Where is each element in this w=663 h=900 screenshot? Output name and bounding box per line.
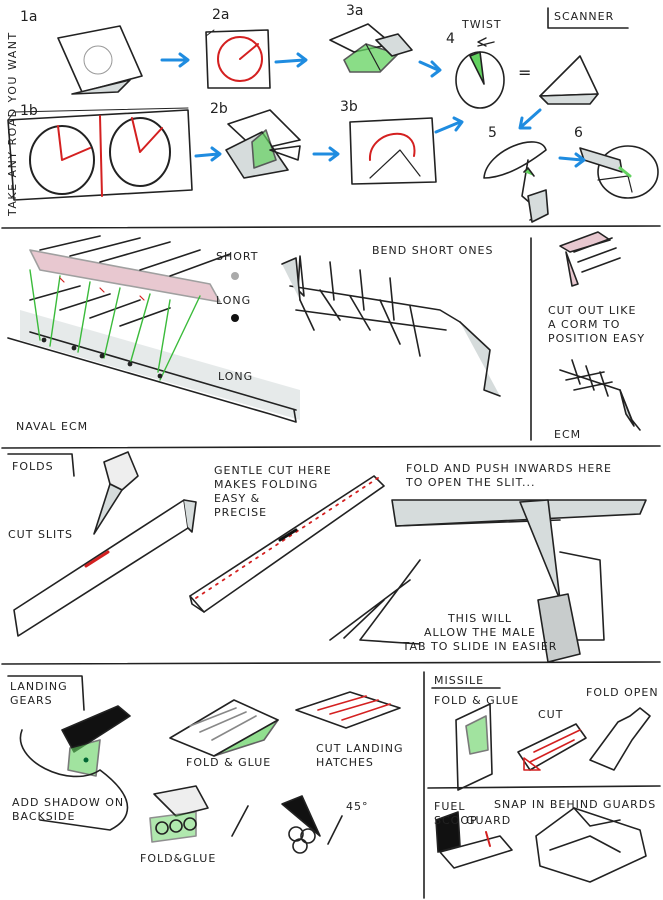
bend-label: BEND SHORT ONES [372, 244, 494, 257]
naval-ecm-sketch [7, 235, 300, 423]
fold-glue-gear-sketch [169, 699, 279, 757]
long-marker [231, 314, 239, 322]
folds-title: FOLDS [12, 460, 54, 473]
cut-hatches-label: CUT LANDING HATCHES [316, 742, 404, 769]
naval-ecm-title: NAVAL ECM [16, 420, 89, 433]
short-marker [231, 272, 239, 280]
missile-fold-sketch [455, 703, 493, 791]
gear-45-sketch [231, 795, 343, 854]
fuel-scoop-title: FUEL SCOOP [434, 800, 478, 827]
landing-hatches-sketch [295, 691, 401, 729]
allow-note: THIS WILL ALLOW THE MALE TAB TO SLIDE IN… [402, 612, 558, 653]
step-2a-sketch [205, 29, 271, 89]
step-1a-sketch [57, 25, 143, 95]
panel-dividers [1, 7, 661, 899]
cut-slits-sketch [13, 499, 197, 637]
short-label: SHORT [216, 250, 259, 263]
step-label-5: 5 [488, 125, 497, 141]
step-label-4: 4 [446, 31, 455, 47]
blade-icon [519, 499, 581, 663]
step-label-6: 6 [574, 125, 583, 141]
gear-door-sketch [19, 705, 131, 831]
side-note: TAKE ANY ROAD YOU WANT [6, 31, 19, 216]
step-3b-sketch [349, 117, 437, 185]
cutout-note: CUT OUT LIKE A CORM TO POSITION EASY [548, 304, 646, 345]
step-2b-sketch [225, 109, 301, 179]
gentle-cut-note: GENTLE CUT HERE MAKES FOLDING EASY & PRE… [214, 464, 332, 519]
landing-gear-title-frame [7, 675, 85, 711]
missile-title: MISSILE [434, 674, 485, 687]
folds-title-frame [7, 453, 75, 477]
missile-cut-label: CUT [538, 708, 564, 721]
gentle-cut-sketch [189, 475, 385, 613]
ecm-small-sketch [559, 359, 641, 431]
ecm-cutout-sketch [559, 231, 621, 287]
ecm-title: ECM [554, 428, 582, 441]
snap-guards-note: SNAP IN BEHIND GUARDS [494, 798, 657, 811]
long-label-2: LONG [218, 370, 254, 383]
knife-icon [93, 451, 139, 535]
step-1b-sketch [7, 107, 193, 201]
step-label-1b: 1b [20, 103, 38, 119]
step-label-3b: 3b [340, 99, 358, 115]
step-label-2b: 2b [210, 101, 228, 117]
cut-slits-label: CUT SLITS [8, 528, 74, 541]
step-3a-sketch [329, 23, 413, 73]
scanner-dish-sketch [539, 55, 599, 105]
missile-fold-glue-label: FOLD & GLUE [434, 694, 520, 707]
long-label: LONG [216, 294, 252, 307]
fold-glue-label: FOLD & GLUE [186, 756, 272, 769]
fold-glue-label-2: FOLD&GLUE [140, 852, 217, 865]
twist-label: TWIST [462, 18, 502, 31]
missile-fold-open-label: FOLD OPEN [586, 686, 659, 699]
flow-arrows [160, 52, 586, 168]
missile-cut-sketch [517, 723, 587, 771]
step-6-sketch [579, 145, 659, 199]
step-label-3a: 3a [346, 3, 364, 19]
step-5-sketch [483, 141, 549, 223]
guard-label: GUARD [466, 814, 512, 827]
fuel-scoop-sketch [435, 811, 513, 869]
step-4-sketch [455, 37, 505, 109]
step-label-2a: 2a [212, 7, 230, 23]
equals-sign: = [518, 63, 533, 82]
bent-ecm-sketch [281, 255, 501, 397]
fold-push-note: FOLD AND PUSH INWARDS HERE TO OPEN THE S… [406, 462, 612, 489]
scanner-title: SCANNER [554, 10, 615, 23]
wheel-assembly-sketch [149, 785, 209, 843]
fold-push-sketch [329, 499, 647, 645]
step-label-1a: 1a [20, 9, 38, 25]
angle-label: 45° [346, 800, 369, 813]
snap-guards-sketch [535, 807, 647, 883]
add-shadow-note: ADD SHADOW ON BACKSIDE [12, 796, 125, 823]
missile-open-sketch [589, 707, 651, 771]
landing-gear-title: LANDING GEARS [10, 680, 68, 707]
